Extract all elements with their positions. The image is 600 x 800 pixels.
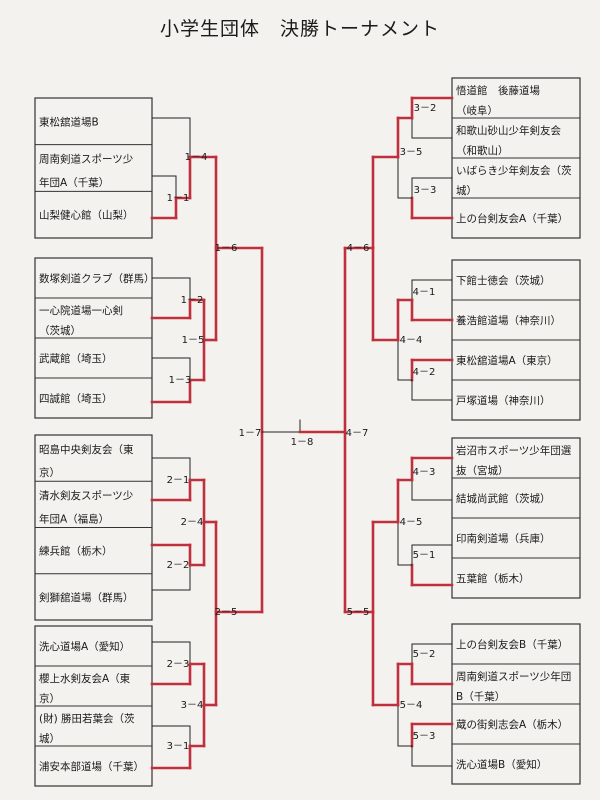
score-1-2: 1－2 bbox=[181, 295, 204, 306]
score-5-5: 5－5 bbox=[347, 607, 370, 618]
score-4-6: 4－6 bbox=[347, 243, 370, 254]
score-2-1: 2－1 bbox=[167, 475, 190, 486]
left-team-name: 四誠館（埼玉） bbox=[39, 392, 113, 405]
score-1-3: 1－3 bbox=[169, 375, 192, 386]
right-team-name: 結城尚武館（茨城） bbox=[456, 492, 551, 505]
right-team-name: 周南剣道スポーツ少年団 bbox=[456, 670, 571, 683]
score-4-7: 4－7 bbox=[346, 428, 369, 439]
right-team-name: （岐阜） bbox=[456, 104, 498, 117]
right-team-name: （和歌山） bbox=[456, 144, 509, 157]
left-team-name: 洗心道場A（愛知） bbox=[39, 640, 130, 653]
score-1-5: 1－5 bbox=[182, 335, 205, 346]
score-2-5: 2－5 bbox=[215, 607, 238, 618]
right-team-name: 東松舘道場A（東京） bbox=[456, 354, 558, 367]
score-1-1: 1－1 bbox=[167, 193, 190, 204]
right-team-name: 洗心道場B（愛知） bbox=[456, 758, 547, 771]
left-team-name: 練兵館（栃木） bbox=[39, 545, 113, 558]
right-team-name: B（千葉） bbox=[456, 690, 505, 703]
score-1-4: 1－4 bbox=[185, 152, 208, 163]
right-team-name: 五葉館（栃木） bbox=[456, 572, 530, 585]
score-4-2: 4－2 bbox=[413, 367, 436, 378]
score-5-4: 5－4 bbox=[400, 700, 423, 711]
score-1-6: 1－6 bbox=[215, 243, 238, 254]
team-block bbox=[34, 97, 153, 239]
left-team-name: 周南剣道スポーツ少 bbox=[39, 153, 133, 166]
left-team-name: 昭島中央剣友会（東 bbox=[39, 443, 134, 456]
score-3-5: 3－5 bbox=[400, 147, 423, 158]
page-title: 小学生団体 決勝トーナメント bbox=[159, 18, 440, 40]
score-4-1: 4－1 bbox=[413, 287, 436, 298]
left-team-name: 京） bbox=[39, 466, 60, 479]
left-team-name: 浦安本部道場（千葉） bbox=[39, 760, 144, 773]
right-team-name: いばらき少年剣友会（茨 bbox=[456, 164, 572, 177]
left-team-name: 一心院道場一心剣 bbox=[39, 304, 123, 317]
left-team-name: 城） bbox=[39, 733, 60, 745]
right-team-name: 戸塚道場（神奈川） bbox=[456, 394, 551, 407]
score-3-4: 3－4 bbox=[181, 700, 204, 711]
score-3-2: 3－2 bbox=[414, 103, 437, 114]
left-team-name: 数塚剣道クラブ（群馬） bbox=[39, 272, 155, 285]
right-team-name: 城） bbox=[456, 185, 477, 197]
right-team-name: 和歌山砂山少年剣友会 bbox=[456, 124, 561, 137]
left-team-name: 武蔵館（埼玉） bbox=[39, 352, 113, 365]
score-5-2: 5－2 bbox=[413, 649, 436, 660]
right-team-name: 印南剣道場（兵庫） bbox=[456, 532, 551, 545]
left-team-name: 東松舘道場B bbox=[39, 115, 99, 128]
score-5-1: 5－1 bbox=[413, 550, 436, 561]
left-team-name: 年団A（千葉） bbox=[39, 176, 109, 189]
right-team-name: 岩沼市スポーツ少年団選 bbox=[456, 444, 572, 457]
right-team-name: 養浩館道場（神奈川） bbox=[456, 314, 561, 327]
left-team-name: （茨城） bbox=[39, 324, 81, 337]
left-team-name: 山梨健心館（山梨） bbox=[39, 209, 134, 222]
left-team-name: 剣獅舘道場（群馬） bbox=[39, 591, 134, 604]
score-4-3: 4－3 bbox=[413, 467, 436, 478]
left-team-name: 清水剣友スポーツ少 bbox=[39, 489, 133, 502]
score-3-1: 3－1 bbox=[167, 741, 190, 752]
right-team-name: 上の台剣友会B（千葉） bbox=[456, 638, 568, 651]
right-team-name: 抜（宮城） bbox=[456, 464, 509, 477]
score-2-2: 2－2 bbox=[167, 560, 190, 571]
left-team-name: 年団A（福島） bbox=[39, 512, 109, 525]
score-final: 1－8 bbox=[291, 437, 314, 448]
score-2-3: 2－3 bbox=[167, 659, 190, 670]
score-2-4: 2－4 bbox=[181, 517, 204, 528]
left-team-name: 櫻上水剣友会A（東 bbox=[39, 672, 131, 685]
right-team-name: 上の台剣友会A（千葉） bbox=[456, 212, 568, 225]
left-team-name: (財) 勝田若葉会（茨 bbox=[39, 712, 135, 725]
right-team-name: 蔵の街剣志会A（栃木） bbox=[456, 718, 568, 731]
right-team-name: 悟道館 後藤道場 bbox=[456, 84, 540, 97]
score-4-5: 4－5 bbox=[400, 517, 423, 528]
score-3-3: 3－3 bbox=[414, 185, 437, 196]
score-1-7: 1－7 bbox=[239, 428, 262, 439]
score-4-4: 4－4 bbox=[400, 335, 423, 346]
score-5-3: 5－3 bbox=[413, 731, 436, 742]
left-team-name: 京） bbox=[39, 692, 60, 705]
right-team-name: 下館士徳会（茨城） bbox=[456, 274, 551, 287]
